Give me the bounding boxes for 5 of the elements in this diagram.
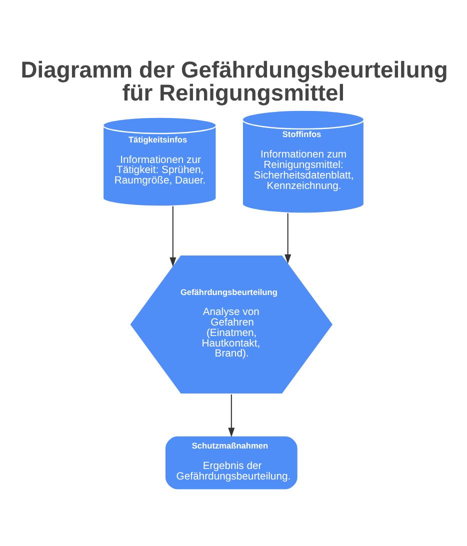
diagram-title: Diagramm der Gefährdungsbeurteilung für Reinigungsmittel — [20, 56, 448, 106]
arrow — [170, 206, 176, 267]
arrow — [228, 394, 235, 438]
arrow — [284, 213, 292, 264]
node-box: Schutzmaßnahmen Ergebnis der Gefährdungsbeurteilung. — [164, 435, 299, 490]
